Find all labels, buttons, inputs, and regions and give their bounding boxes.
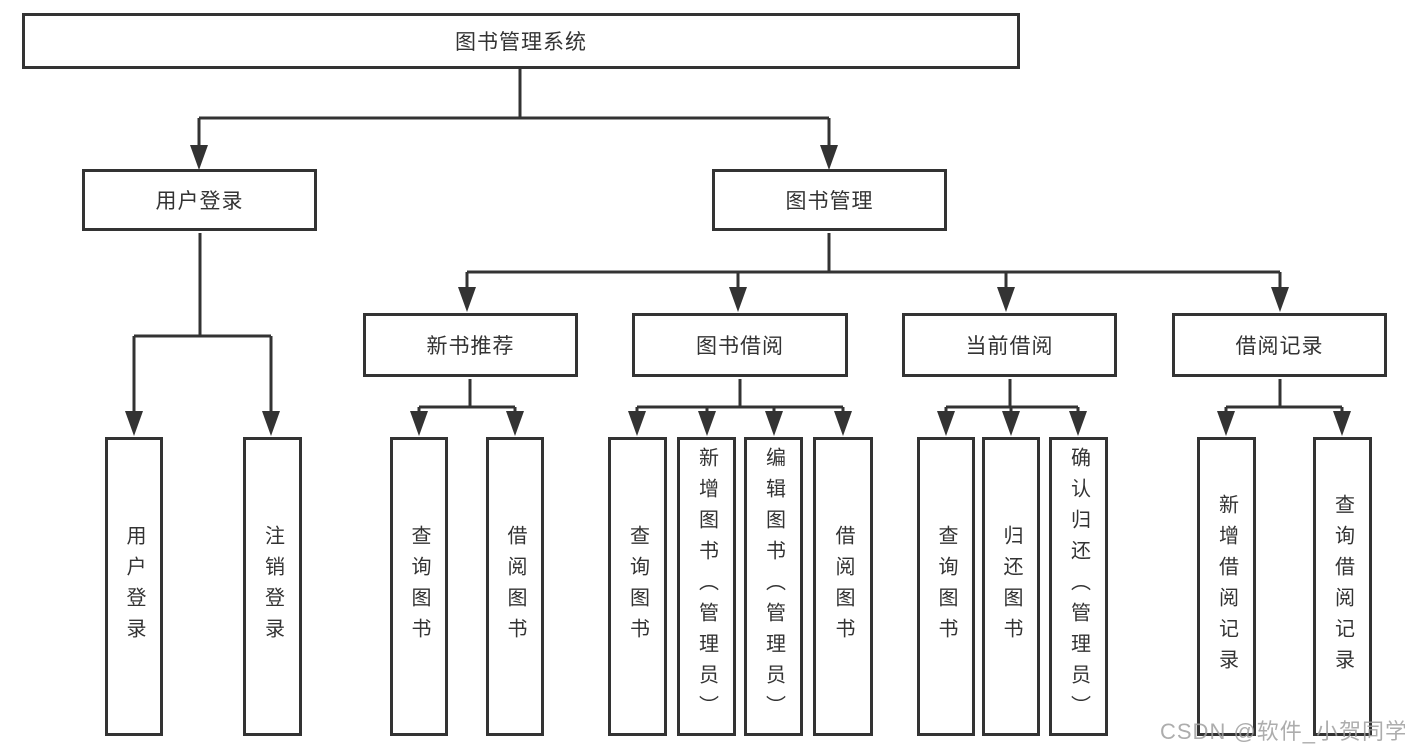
leaf-label: 借阅图书 — [832, 524, 854, 649]
node-group-label: 新书推荐 — [426, 335, 515, 358]
leaf-label: 编辑图书（管理员） — [762, 447, 785, 726]
leaf-add-borrow-record: 新增借阅记录 — [1197, 437, 1256, 736]
node-group-new-book-recommend: 新书推荐 — [363, 313, 578, 377]
leaf-borrow-books-1: 借阅图书 — [486, 437, 544, 736]
leaf-confirm-return-admin: 确认归还（管理员） — [1049, 437, 1108, 736]
leaf-edit-book-admin: 编辑图书（管理员） — [744, 437, 803, 736]
node-group-label: 借阅记录 — [1235, 335, 1324, 358]
leaf-label: 借阅图书 — [504, 524, 526, 649]
leaf-label: 查询图书 — [408, 524, 430, 649]
node-group-label: 图书借阅 — [696, 335, 784, 358]
leaf-query-books-1: 查询图书 — [390, 437, 448, 736]
csdn-watermark: CSDN @软件_小贺同学 — [1160, 719, 1405, 744]
leaf-query-books-3: 查询图书 — [917, 437, 975, 736]
node-user-login-label: 用户登录 — [155, 190, 244, 213]
node-root: 图书管理系统 — [22, 13, 1020, 69]
leaf-label: 查询借阅记录 — [1331, 493, 1354, 680]
node-book-management-label: 图书管理 — [785, 190, 874, 213]
node-user-login: 用户登录 — [82, 169, 317, 231]
leaf-borrow-books-2: 借阅图书 — [813, 437, 873, 736]
node-group-borrow-records: 借阅记录 — [1172, 313, 1387, 377]
leaf-query-books-2: 查询图书 — [608, 437, 667, 736]
leaf-add-book-admin: 新增图书（管理员） — [677, 437, 736, 736]
node-group-label: 当前借阅 — [965, 335, 1054, 358]
leaf-label: 注销登录 — [261, 524, 284, 649]
node-root-label: 图书管理系统 — [455, 31, 587, 54]
leaf-label: 新增图书（管理员） — [695, 447, 718, 726]
leaf-label: 查询图书 — [935, 524, 957, 649]
leaf-query-borrow-record: 查询借阅记录 — [1313, 437, 1372, 736]
node-book-management: 图书管理 — [712, 169, 947, 231]
leaf-user-login: 用户登录 — [105, 437, 163, 736]
node-group-current-borrow: 当前借阅 — [902, 313, 1117, 377]
leaf-logout: 注销登录 — [243, 437, 302, 736]
leaf-label: 确认归还（管理员） — [1067, 447, 1090, 726]
leaf-return-book: 归还图书 — [982, 437, 1040, 736]
leaf-label: 归还图书 — [1000, 524, 1022, 649]
leaf-label: 新增借阅记录 — [1215, 493, 1238, 680]
leaf-label: 用户登录 — [123, 524, 145, 649]
node-group-book-borrow: 图书借阅 — [632, 313, 848, 377]
leaf-label: 查询图书 — [626, 524, 649, 649]
